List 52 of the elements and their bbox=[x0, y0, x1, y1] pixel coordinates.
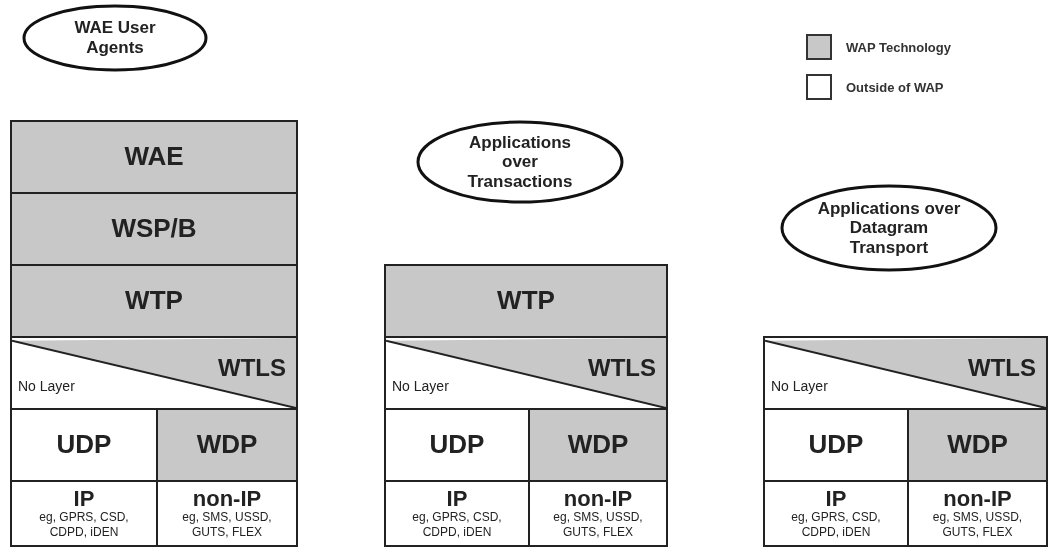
application-oval bbox=[780, 184, 998, 272]
legend-label: WAP Technology bbox=[846, 39, 951, 55]
layer-label: WDP bbox=[947, 431, 1008, 459]
oval-label: WAE User Agents bbox=[73, 18, 157, 58]
layer-label: WTLS bbox=[968, 354, 1036, 382]
protocol-layer bbox=[156, 408, 298, 482]
layer-label: No Layer bbox=[18, 378, 75, 394]
network-layer bbox=[10, 480, 158, 547]
layer-label: UDP bbox=[429, 431, 485, 459]
application-oval bbox=[22, 4, 208, 72]
protocol-layer bbox=[528, 408, 668, 482]
layer-label: WTP bbox=[125, 287, 183, 315]
layer-label: No Layer bbox=[771, 378, 828, 394]
layer-label: non-IP bbox=[192, 486, 262, 511]
layer-label: UDP bbox=[808, 431, 864, 459]
layer-label: IP bbox=[825, 486, 847, 511]
protocol-layer bbox=[10, 264, 298, 338]
example-list: eg, GPRS, CSD, CDPD, iDEN bbox=[23, 510, 145, 541]
network-layer bbox=[384, 480, 530, 547]
example-list: eg, SMS, USSD, GUTS, FLEX bbox=[916, 510, 1039, 541]
layer-label: WAE bbox=[124, 143, 184, 171]
optional-security-layer bbox=[10, 336, 298, 410]
layer-label: WDP bbox=[196, 431, 258, 459]
protocol-layer bbox=[10, 120, 298, 194]
layer-label: IP bbox=[73, 486, 95, 511]
optional-security-layer bbox=[384, 336, 668, 410]
network-layer bbox=[528, 480, 668, 547]
oval-label: Applications over Transactions bbox=[466, 132, 574, 192]
network-layer bbox=[156, 480, 298, 547]
layer-label: WTLS bbox=[588, 354, 656, 382]
legend-label: Outside of WAP bbox=[846, 79, 944, 95]
layer-label: WSP/B bbox=[111, 215, 197, 243]
example-list: eg, SMS, USSD, GUTS, FLEX bbox=[166, 510, 288, 541]
layer-label: non-IP bbox=[943, 486, 1012, 511]
example-list: eg, GPRS, CSD, CDPD, iDEN bbox=[775, 510, 897, 541]
layer-label: IP bbox=[446, 486, 468, 511]
protocol-layer bbox=[907, 408, 1048, 482]
layer-label: UDP bbox=[56, 431, 112, 459]
layer-label: WTLS bbox=[218, 354, 286, 382]
layer-label: non-IP bbox=[563, 486, 633, 511]
network-layer bbox=[907, 480, 1048, 547]
oval-label: Applications over Datagram Transport bbox=[816, 198, 962, 258]
example-list: eg, SMS, USSD, GUTS, FLEX bbox=[537, 510, 659, 541]
protocol-layer bbox=[384, 264, 668, 338]
layer-label: WDP bbox=[567, 431, 629, 459]
layer-label: WTP bbox=[497, 287, 555, 315]
optional-security-layer bbox=[763, 336, 1048, 410]
layer-label: No Layer bbox=[392, 378, 449, 394]
network-layer bbox=[763, 480, 909, 547]
application-oval bbox=[416, 120, 624, 204]
example-list: eg, GPRS, CSD, CDPD, iDEN bbox=[396, 510, 518, 541]
protocol-layer bbox=[10, 192, 298, 266]
